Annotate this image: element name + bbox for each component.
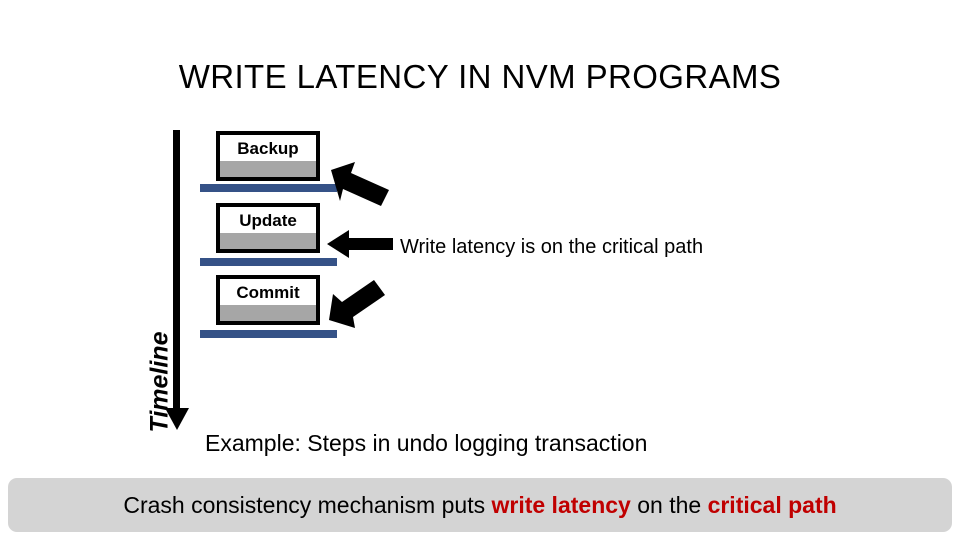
takeaway-highlight-3: critical path	[707, 491, 837, 518]
step-update-duration-bar	[200, 258, 337, 266]
arrow-left-icon	[325, 228, 395, 260]
arrow-up-left-icon	[329, 160, 393, 208]
page-title: WRITE LATENCY IN NVM PROGRAMS	[178, 58, 782, 95]
arrow-down-left-icon	[327, 278, 387, 332]
takeaway-plain-0: Crash consistency mechanism puts	[123, 491, 492, 518]
step-commit-label: Commit	[236, 283, 300, 302]
takeaway-highlight-1: write latency	[491, 491, 631, 518]
step-commit-box: Commit	[216, 275, 320, 325]
step-backup-box: Backup	[216, 131, 320, 181]
step-update-write-region	[220, 233, 316, 249]
step-commit-duration-bar	[200, 330, 337, 338]
step-backup: Backup	[200, 131, 337, 192]
example-caption: Example: Steps in undo logging transacti…	[205, 430, 648, 456]
step-backup-write-region	[220, 161, 316, 177]
critical-path-note: Write latency is on the critical path	[400, 236, 704, 258]
step-update-box: Update	[216, 203, 320, 253]
step-commit: Commit	[200, 275, 337, 338]
step-backup-duration-bar	[200, 184, 337, 192]
takeaway-banner: Crash consistency mechanism puts write l…	[8, 478, 952, 532]
step-backup-label: Backup	[237, 139, 299, 158]
timeline-label: Timeline	[145, 331, 174, 433]
step-update: Update	[200, 203, 337, 266]
step-commit-write-region	[220, 305, 316, 321]
timeline-axis-line	[173, 130, 180, 412]
step-update-label: Update	[239, 211, 297, 230]
takeaway-text: Crash consistency mechanism puts write l…	[123, 492, 836, 519]
timeline-arrowhead-icon	[165, 408, 189, 430]
takeaway-plain-2: on the	[630, 491, 708, 518]
